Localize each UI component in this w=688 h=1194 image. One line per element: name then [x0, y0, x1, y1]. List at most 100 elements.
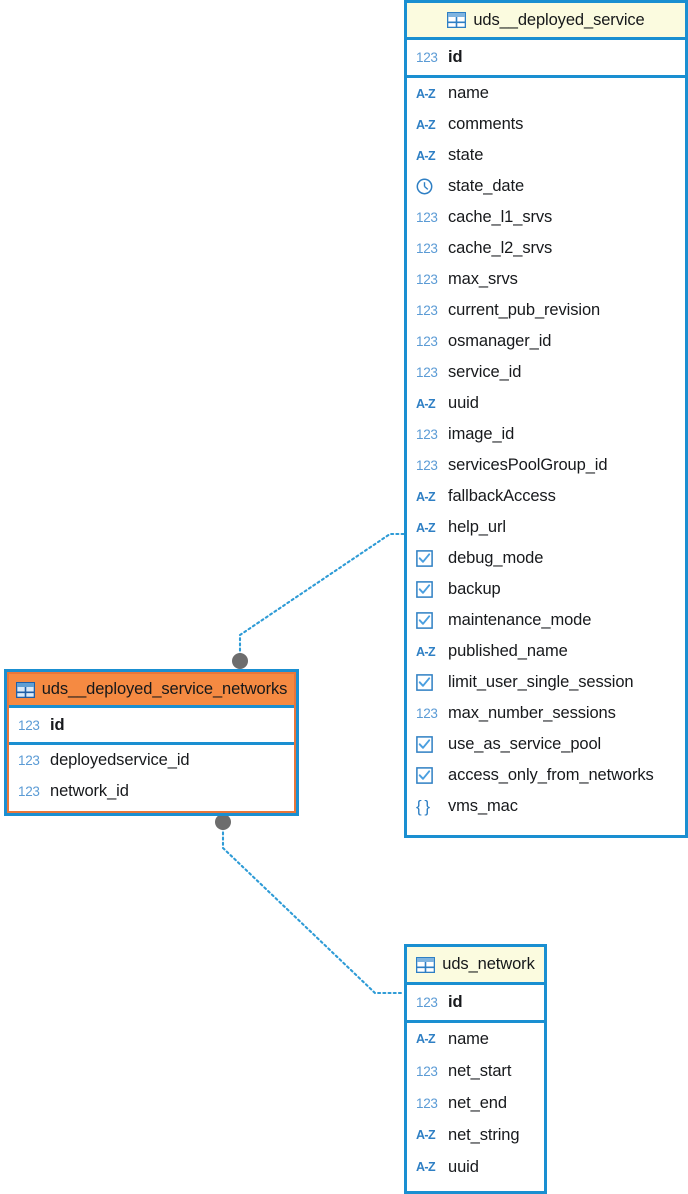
- numeric-123-icon: 123: [18, 784, 40, 799]
- column-row[interactable]: { }vms_mac: [407, 791, 685, 822]
- column-name: cache_l1_srvs: [448, 208, 553, 226]
- column-name: state: [448, 146, 484, 164]
- column-name: id: [50, 715, 65, 734]
- numeric-123-icon: 123: [416, 241, 438, 256]
- entity-header[interactable]: uds__deployed_service_networks: [9, 674, 294, 708]
- column-name: uuid: [448, 1157, 479, 1176]
- entity-header[interactable]: uds_network: [407, 947, 544, 985]
- string-az-icon: A-Z: [416, 148, 436, 163]
- column-row[interactable]: A-Z fallbackAccess: [407, 481, 685, 512]
- numeric-123-icon: 123: [18, 717, 40, 733]
- column-name: cache_l2_srvs: [448, 239, 553, 257]
- table-grid-icon: [416, 956, 436, 973]
- column-name: access_only_from_networks: [448, 766, 654, 784]
- numeric-123-icon: 123: [416, 995, 438, 1010]
- checkbox-icon: [416, 767, 441, 784]
- string-az-icon: A-Z: [416, 1160, 436, 1174]
- column-row[interactable]: A-Z uuid: [407, 388, 685, 419]
- column-name: max_srvs: [448, 270, 518, 288]
- column-row[interactable]: 123 cache_l2_srvs: [407, 233, 685, 264]
- column-name: current_pub_revision: [448, 301, 601, 319]
- column-row[interactable]: access_only_from_networks: [407, 760, 685, 791]
- column-row-pk[interactable]: 123 id: [407, 985, 544, 1020]
- numeric-123-icon: 123: [416, 706, 438, 721]
- column-row[interactable]: A-Z uuid: [407, 1151, 544, 1183]
- column-row[interactable]: A-Z help_url: [407, 512, 685, 543]
- string-az-icon: A-Z: [416, 117, 436, 132]
- entity-header[interactable]: uds__deployed_service: [407, 3, 685, 40]
- column-row[interactable]: state_date: [407, 171, 685, 202]
- column-name: net_end: [448, 1093, 507, 1112]
- column-row[interactable]: backup: [407, 574, 685, 605]
- column-name: uuid: [448, 394, 479, 412]
- column-name: limit_user_single_session: [448, 673, 634, 691]
- numeric-123-icon: 123: [416, 50, 438, 65]
- numeric-123-icon: 123: [416, 1095, 438, 1111]
- column-name: maintenance_mode: [448, 611, 592, 629]
- column-name: id: [448, 993, 463, 1011]
- string-az-icon: A-Z: [416, 520, 436, 535]
- string-az-icon: A-Z: [416, 396, 436, 411]
- column-row[interactable]: 123 net_end: [407, 1087, 544, 1119]
- column-row[interactable]: maintenance_mode: [407, 605, 685, 636]
- table-grid-icon: [447, 12, 467, 28]
- column-name: backup: [448, 580, 501, 598]
- column-row[interactable]: limit_user_single_session: [407, 667, 685, 698]
- column-row[interactable]: 123 servicesPoolGroup_id: [407, 450, 685, 481]
- string-az-icon: A-Z: [416, 644, 436, 659]
- column-name: image_id: [448, 425, 515, 443]
- column-row[interactable]: A-Z state: [407, 140, 685, 171]
- column-row-pk[interactable]: 123 id: [9, 708, 294, 742]
- relationship-endpoint-dot-bottom: [215, 814, 231, 830]
- checkbox-icon: [416, 612, 441, 629]
- entity-title: uds__deployed_service: [473, 10, 645, 29]
- numeric-123-icon: 123: [416, 334, 438, 349]
- entity-uds--deployed-service-networks[interactable]: uds__deployed_service_networks 123 id 12…: [4, 669, 299, 816]
- column-name: help_url: [448, 518, 506, 536]
- column-name: fallbackAccess: [448, 487, 556, 505]
- table-grid-icon: [15, 681, 35, 698]
- primary-key-section: 123 id: [9, 708, 294, 745]
- numeric-123-icon: 123: [416, 272, 438, 287]
- entity-title: uds__deployed_service_networks: [41, 680, 288, 698]
- column-row-pk[interactable]: 123 id: [407, 40, 685, 75]
- string-az-icon: A-Z: [416, 489, 436, 504]
- relationship-endpoint-dot-top: [232, 653, 248, 669]
- column-row[interactable]: A-Z published_name: [407, 636, 685, 667]
- column-name: use_as_service_pool: [448, 735, 602, 753]
- column-name: published_name: [448, 642, 568, 660]
- column-row[interactable]: 123 osmanager_id: [407, 326, 685, 357]
- column-name: name: [448, 1029, 489, 1048]
- string-az-icon: A-Z: [416, 1128, 436, 1142]
- column-name: osmanager_id: [448, 332, 552, 350]
- relationship-line-to-deployed-service[interactable]: [238, 532, 406, 663]
- column-name: servicesPoolGroup_id: [448, 456, 608, 474]
- column-name: debug_mode: [448, 549, 544, 567]
- clock-icon: [416, 178, 441, 195]
- column-row[interactable]: debug_mode: [407, 543, 685, 574]
- column-row[interactable]: use_as_service_pool: [407, 729, 685, 760]
- relationship-line-to-network[interactable]: [221, 820, 406, 995]
- column-name: name: [448, 84, 489, 102]
- numeric-123-icon: 123: [416, 458, 438, 473]
- checkbox-icon: [416, 736, 441, 753]
- column-row[interactable]: 123 max_srvs: [407, 264, 685, 295]
- primary-key-section: 123 id: [407, 985, 544, 1023]
